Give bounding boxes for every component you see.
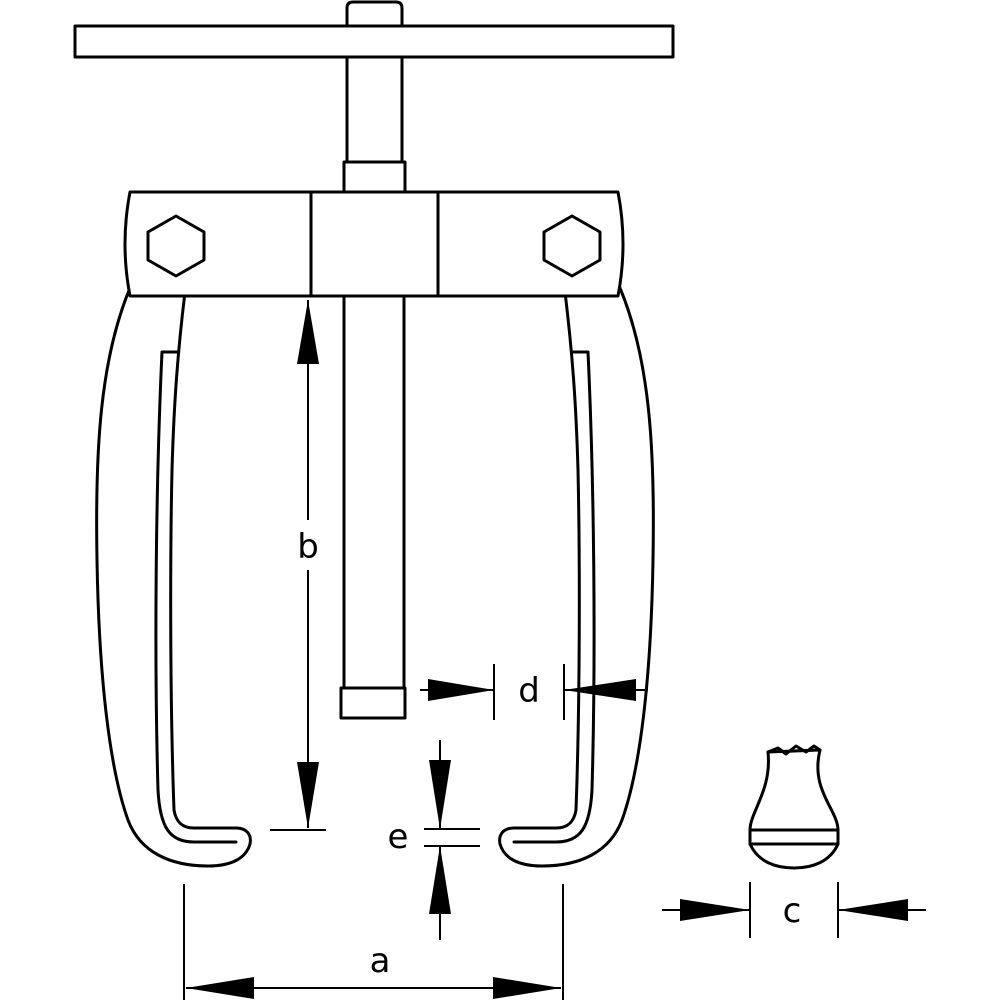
right-hex-bolt-icon [542,214,602,278]
dim-a-arrow-left [186,977,254,999]
dim-a-arrow-right [493,977,561,999]
spindle-upper [345,55,404,164]
dim-e-arrow-down [429,760,451,829]
t-handle-bar [73,24,675,59]
dim-b-arrow-up [297,300,319,364]
dim-d-label: d [518,671,540,711]
left-jaw-inner-edge [154,350,238,844]
dim-c-arrow-left [838,899,908,921]
spindle-tip [339,686,407,720]
spindle-top [345,0,404,28]
spindle-collar [342,160,407,194]
dim-d-arrow-right [428,679,494,701]
jaw-tip-torn-edge [766,744,822,756]
spindle-lower [342,294,406,690]
jaw-tip-band [748,828,840,846]
jaw-tip-detail [748,748,840,832]
dim-b-arrow-down [297,762,319,828]
dim-e-label: e [388,817,409,857]
left-hex-bolt-icon [146,214,206,278]
jaw-tip-point [748,842,840,870]
right-jaw-arm [498,286,655,868]
dim-b-label: b [297,527,319,567]
dim-c-arrow-right [680,899,750,921]
dim-b-label-bg [286,520,330,570]
dim-d-arrow-left [564,679,636,701]
dim-e-arrow-up [429,846,451,914]
dim-c-label: c [783,891,802,931]
crossbar [123,190,625,298]
left-jaw-arm [95,286,252,868]
dim-a-label: a [370,941,391,981]
